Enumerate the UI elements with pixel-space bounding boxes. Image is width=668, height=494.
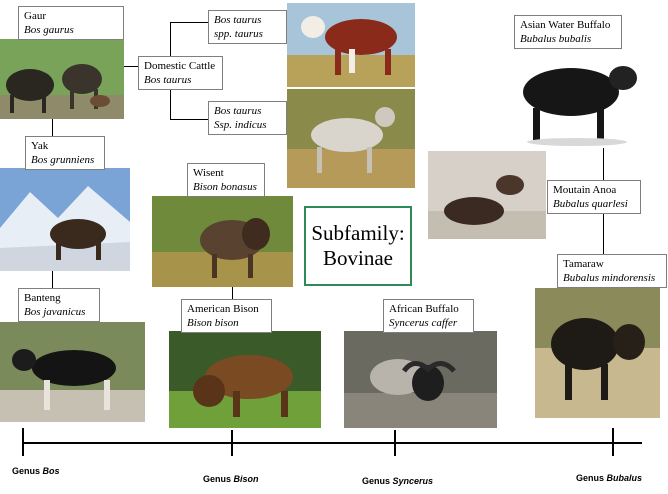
hereford-cattle-photo bbox=[287, 3, 415, 87]
tick-bos bbox=[22, 428, 24, 456]
tamaraw-scientific-name: Bubalus mindorensis bbox=[563, 272, 656, 284]
connector-branch-indicus bbox=[170, 119, 208, 120]
yak-scientific-name: Bos grunniens bbox=[31, 154, 95, 166]
label-taurus-taurus: Bos taurus spp. taurus bbox=[208, 10, 287, 44]
label-mountain-anoa: Moutain Anoa Bubalus quarlesi bbox=[547, 180, 641, 214]
mountain-anoa-photo bbox=[428, 151, 546, 239]
genus-bubalus-name: Bubalus bbox=[606, 473, 643, 483]
tick-bubalus bbox=[612, 428, 614, 456]
genus-syncerus-name: Syncerus bbox=[392, 476, 434, 486]
tick-syncerus bbox=[394, 430, 396, 456]
genus-bison-name: Bison bbox=[233, 474, 259, 484]
banteng-scientific-name: Bos javanicus bbox=[24, 306, 86, 318]
banteng-common-name: Banteng bbox=[24, 292, 61, 304]
label-taurus-indicus: Bos taurus Ssp. indicus bbox=[208, 101, 287, 135]
taurus-line2: spp. taurus bbox=[214, 28, 263, 40]
genus-label-bubalus: Genus Bubalus bbox=[576, 473, 642, 483]
gaur-scientific-name: Bos gaurus bbox=[24, 24, 74, 36]
genus-label-bos: Genus Bos bbox=[12, 466, 60, 476]
american-bison-scientific-name: Bison bison bbox=[187, 317, 239, 329]
yak-photo bbox=[0, 168, 130, 271]
connector-branch-taurus bbox=[170, 22, 208, 23]
genus-bison-prefix: Genus bbox=[203, 474, 234, 484]
wisent-scientific-name: Bison bonasus bbox=[193, 181, 257, 193]
genus-syncerus-prefix: Genus bbox=[362, 476, 393, 486]
gaur-photo bbox=[0, 39, 124, 119]
african-buffalo-common-name: African Buffalo bbox=[389, 303, 459, 315]
american-bison-common-name: American Bison bbox=[187, 303, 259, 315]
connector-anoa-tamaraw bbox=[603, 212, 604, 256]
label-gaur: Gaur Bos gaurus bbox=[18, 6, 124, 40]
asian-buffalo-scientific-name: Bubalus bubalis bbox=[520, 33, 592, 45]
genus-bos-name: Bos bbox=[42, 466, 60, 476]
connector-wisent-american bbox=[232, 287, 233, 299]
title-line2: Bovinae bbox=[323, 246, 393, 270]
anoa-common-name: Moutain Anoa bbox=[553, 184, 617, 196]
label-banteng: Banteng Bos javanicus bbox=[18, 288, 100, 322]
banteng-photo bbox=[0, 322, 145, 422]
zebu-cattle-photo bbox=[287, 89, 415, 188]
label-tamaraw: Tamaraw Bubalus mindorensis bbox=[557, 254, 667, 288]
indicus-line2: Ssp. indicus bbox=[214, 119, 267, 131]
asian-buffalo-common-name: Asian Water Buffalo bbox=[520, 19, 611, 31]
genus-label-bison: Genus Bison bbox=[203, 474, 259, 484]
wisent-photo bbox=[152, 196, 293, 287]
domestic-scientific-name: Bos taurus bbox=[144, 74, 192, 86]
genus-timeline bbox=[22, 442, 642, 444]
yak-common-name: Yak bbox=[31, 140, 49, 152]
tamaraw-photo bbox=[535, 288, 660, 418]
asian-water-buffalo-photo bbox=[505, 48, 655, 148]
african-buffalo-photo bbox=[344, 331, 497, 428]
gaur-common-name: Gaur bbox=[24, 10, 46, 22]
indicus-line1: Bos taurus bbox=[214, 105, 262, 117]
african-buffalo-scientific-name: Syncerus caffer bbox=[389, 317, 458, 329]
label-yak: Yak Bos grunniens bbox=[25, 136, 105, 170]
label-domestic-cattle: Domestic Cattle Bos taurus bbox=[138, 56, 223, 90]
label-asian-water-buffalo: Asian Water Buffalo Bubalus bubalis bbox=[514, 15, 622, 49]
taurus-line1: Bos taurus bbox=[214, 14, 262, 26]
domestic-common-name: Domestic Cattle bbox=[144, 60, 216, 72]
label-american-bison: American Bison Bison bison bbox=[181, 299, 272, 333]
tamaraw-common-name: Tamaraw bbox=[563, 258, 604, 270]
american-bison-photo bbox=[169, 331, 321, 428]
title-line1: Subfamily: bbox=[311, 221, 405, 245]
tick-bison bbox=[231, 430, 233, 456]
label-wisent: Wisent Bison bonasus bbox=[187, 163, 265, 197]
subfamily-title-box: Subfamily: Bovinae bbox=[304, 206, 412, 286]
connector-asian-anoa bbox=[603, 148, 604, 182]
anoa-scientific-name: Bubalus quarlesi bbox=[553, 198, 628, 210]
label-african-buffalo: African Buffalo Syncerus caffer bbox=[383, 299, 474, 333]
connector-gaur-yak bbox=[52, 118, 53, 138]
genus-label-syncerus: Genus Syncerus bbox=[362, 476, 433, 486]
connector-gaur-domestic bbox=[124, 66, 138, 67]
wisent-common-name: Wisent bbox=[193, 167, 224, 179]
connector-yak-banteng bbox=[52, 268, 53, 288]
genus-bubalus-prefix: Genus bbox=[576, 473, 607, 483]
genus-bos-prefix: Genus bbox=[12, 466, 43, 476]
